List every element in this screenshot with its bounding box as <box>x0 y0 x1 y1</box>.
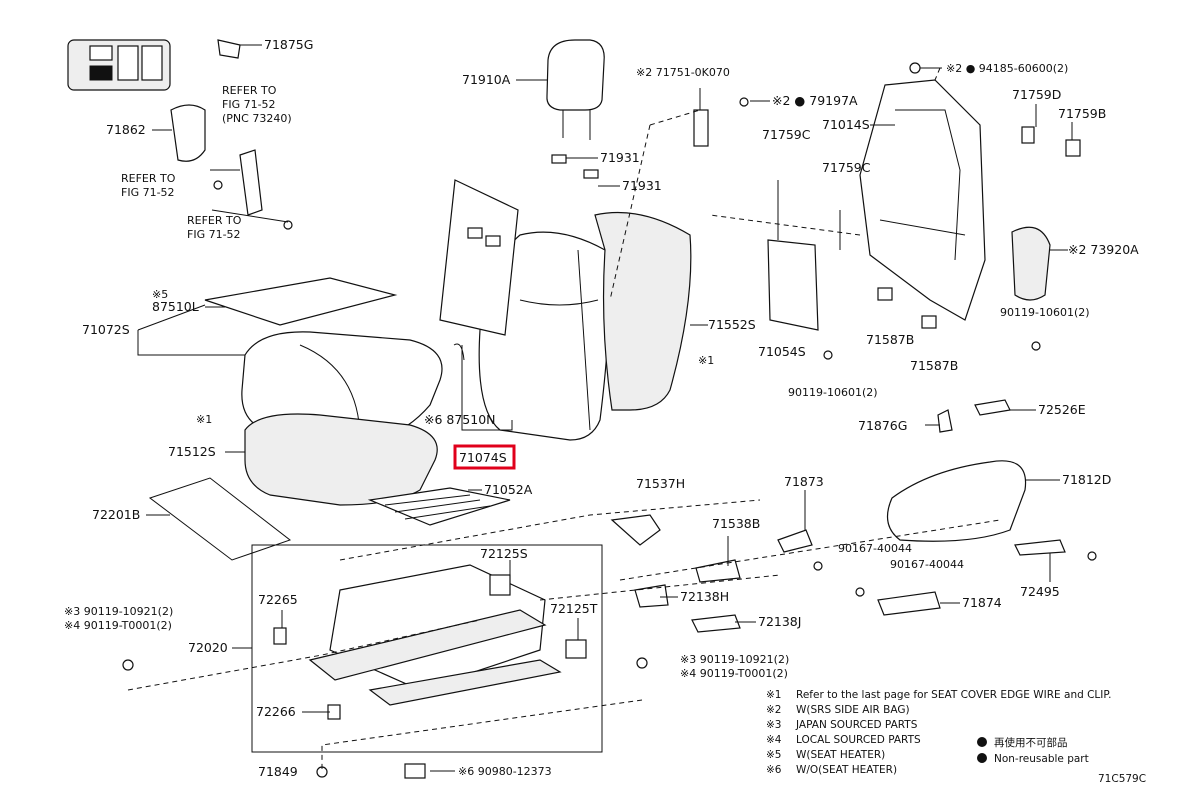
note-5-text: W(SEAT HEATER) <box>796 749 885 761</box>
label-90167-b: 90167-40044 <box>890 558 964 571</box>
label-71512S: 71512S <box>168 444 216 459</box>
cushion-wire-part <box>148 477 292 561</box>
label-90119-10601-a: 90119-10601(2) <box>1000 306 1090 319</box>
legend-block: 再使用不可部品 Non-reusable part <box>977 736 1089 765</box>
label-71537H: 71537H <box>636 476 685 491</box>
label-71052A: 71052A <box>484 482 533 497</box>
legend-jp: 再使用不可部品 <box>994 736 1068 749</box>
label-71875G: 71875G <box>264 37 313 52</box>
label-71876G: 71876G <box>858 418 907 433</box>
headrest-part <box>546 39 605 140</box>
note-4-text: LOCAL SOURCED PARTS <box>796 734 921 746</box>
label-72138H: 72138H <box>680 589 729 604</box>
label-refer-1b: FIG 71-52 <box>222 98 276 111</box>
label-71910A: 71910A <box>462 72 511 87</box>
label-note1-left: ※1 <box>196 413 212 426</box>
notes-block: ※1 Refer to the last page for SEAT COVER… <box>766 689 1111 776</box>
leader-lines <box>137 44 1073 772</box>
label-71552S: 71552S <box>708 317 756 332</box>
note-3-mark: ※3 <box>766 719 781 731</box>
note-1-text: Refer to the last page for SEAT COVER ED… <box>796 689 1111 701</box>
seat-position-icon <box>67 39 171 91</box>
label-71759C-a: 71759C <box>762 127 811 142</box>
side-airbag-part <box>1011 226 1051 301</box>
dashed-guides <box>127 67 1001 770</box>
seat-cushion-pad-part <box>244 413 438 506</box>
label-note5: ※5 <box>152 288 168 301</box>
label-72265: 72265 <box>258 592 298 607</box>
label-90980: ※6 90980-12373 <box>458 765 552 778</box>
cushion-heater-part <box>204 277 398 326</box>
note-3-text: JAPAN SOURCED PARTS <box>795 719 918 731</box>
label-71873: 71873 <box>784 474 824 489</box>
label-71072S: 71072S <box>82 322 130 337</box>
diagram-code: 71C579C <box>1098 773 1146 785</box>
label-refer-3b: FIG 71-52 <box>187 228 241 241</box>
label-94185: ※2 ● 94185-60600(2) <box>946 62 1068 75</box>
label-72201B: 72201B <box>92 507 140 522</box>
label-refer-1a: REFER TO <box>222 84 277 97</box>
label-72125S: 72125S <box>480 546 528 561</box>
label-72266: 72266 <box>256 704 296 719</box>
label-71587B-a: 71587B <box>866 332 914 347</box>
label-87510L: 87510L <box>152 299 199 314</box>
highlight-box-71074S <box>453 444 516 470</box>
label-71931-b: 71931 <box>622 178 662 193</box>
label-71751: ※2 71751-0K070 <box>636 66 730 79</box>
label-71759C-b: 71759C <box>822 160 871 175</box>
label-71074S: 71074S <box>459 450 507 465</box>
nonreusable-bullet-icon <box>977 753 987 763</box>
label-note1-right: ※1 <box>698 354 714 367</box>
label-mid-x3: ※3 90119-10921(2) <box>680 653 789 666</box>
label-refer-3a: REFER TO <box>187 214 242 227</box>
note-6-text: W/O(SEAT HEATER) <box>796 764 897 776</box>
seat-adjuster-part <box>308 564 562 706</box>
label-87510N: ※6 87510N <box>424 412 496 427</box>
label-71849: 71849 <box>258 764 298 779</box>
label-72020: 72020 <box>188 640 228 655</box>
legend-en: Non-reusable part <box>994 753 1089 765</box>
label-left-x3: ※3 90119-10921(2) <box>64 605 173 618</box>
label-refer-1c: (PNC 73240) <box>222 112 292 125</box>
label-71931-a: 71931 <box>600 150 640 165</box>
label-71054S: 71054S <box>758 344 806 359</box>
label-72125T: 72125T <box>550 601 598 616</box>
nonreusable-bullet-icon <box>977 737 987 747</box>
label-71759B: 71759B <box>1058 106 1106 121</box>
seatback-heater-part <box>439 179 519 336</box>
note-2-mark: ※2 <box>766 704 781 716</box>
note-6-mark: ※6 <box>766 764 782 776</box>
label-71759D: 71759D <box>1012 87 1061 102</box>
label-72526E: 72526E <box>1038 402 1086 417</box>
label-71812D: 71812D <box>1062 472 1111 487</box>
label-90167-a: 90167-40044 <box>838 542 912 555</box>
label-79197A: ※2 ● 79197A <box>772 93 858 108</box>
label-72138J: 72138J <box>758 614 801 629</box>
label-71587B-b: 71587B <box>910 358 958 373</box>
cushion-spring-part <box>367 487 511 526</box>
label-refer-2a: REFER TO <box>121 172 176 185</box>
label-left-x4: ※4 90119-T0001(2) <box>64 619 172 632</box>
label-71862: 71862 <box>106 122 146 137</box>
callout-labels: 71875G 71862 REFER TO FIG 71-52 (PNC 732… <box>64 37 1139 779</box>
seatback-frame-part <box>859 79 986 321</box>
note-5-mark: ※5 <box>766 749 781 761</box>
side-shield-part <box>886 460 1027 542</box>
seatback-cover-part <box>478 231 610 441</box>
label-71014S: 71014S <box>822 117 870 132</box>
note-2-text: W(SRS SIDE AIR BAG) <box>796 704 910 716</box>
label-73920A: ※2 73920A <box>1068 242 1139 257</box>
label-refer-2b: FIG 71-52 <box>121 186 175 199</box>
note-1-mark: ※1 <box>766 689 781 701</box>
label-90119-10601-b: 90119-10601(2) <box>788 386 878 399</box>
lumbar-support-part <box>767 180 841 331</box>
label-71538B: 71538B <box>712 516 760 531</box>
label-72495: 72495 <box>1020 584 1060 599</box>
label-mid-x4: ※4 90119-T0001(2) <box>680 667 788 680</box>
seatback-pad-part <box>594 211 692 411</box>
label-71874: 71874 <box>962 595 1002 610</box>
note-4-mark: ※4 <box>766 734 782 746</box>
